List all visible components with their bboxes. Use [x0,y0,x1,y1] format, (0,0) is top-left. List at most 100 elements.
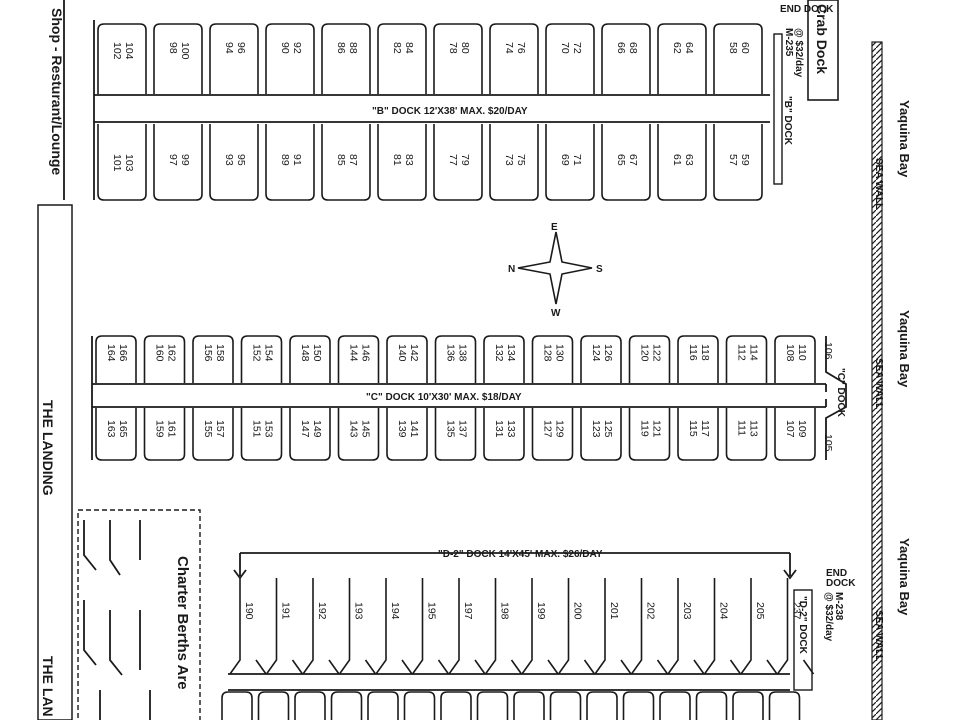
d2-slip-number: 204 [718,602,730,620]
b-bottom-slip-3 [265,124,315,201]
b-top-slip-number: 80 [459,42,471,54]
c-bottom-slip-number: 161 [166,420,178,438]
c-top-slip-3 [240,335,283,383]
c-bottom-slip-number: 125 [602,420,614,438]
b-top-slip-number: 102 [111,42,123,60]
d2-bottom-slip-11 [622,691,655,720]
c-top-slip-8 [483,335,525,383]
c-top-slip-number: 140 [396,344,408,362]
b-bottom-slip-number: 99 [179,154,191,166]
compass-w: W [551,308,561,319]
c-bottom-slip-number: 111 [736,420,748,436]
c-top-slip-number: 160 [154,344,166,362]
c-bottom-slip-14 [774,408,816,461]
c-top-slip-number: 120 [639,344,651,362]
b-bottom-slip-7 [489,124,539,201]
d2-slip-number: 205 [754,602,766,620]
c-bottom-slip-number: 165 [117,420,129,438]
d2-bottom-slip-2 [294,691,326,720]
seawall [871,41,883,720]
d2-slip-12 [667,578,705,675]
d2-dock-side-label: "D-2" DOCK [797,596,808,655]
c-top-slip-0 [95,335,137,383]
c-bottom-slip-13 [725,408,768,461]
b-top-slip-number: 100 [179,42,191,60]
crab-dock-label: Crab Dock [814,4,830,74]
c-top-slip-6 [386,335,428,383]
c-top-slip-number: 158 [214,344,226,362]
landing-label: THE LANDING [40,400,56,496]
b-bottom-slip-5 [377,124,427,201]
b-dock-side-label: "B" DOCK [782,96,793,146]
b-top-slip-0 [97,23,147,94]
crab-dock [807,0,839,101]
c-top-slip-10 [580,335,622,383]
bay-label-1: Yaquina Bay [897,100,912,178]
d2-bottom-slip-5 [403,691,436,720]
b-bottom-slip-number: 75 [515,154,527,166]
b-bottom-slip-number: 73 [503,154,515,166]
b-top-slip-number: 82 [391,42,403,54]
c-top-slip-11 [628,335,671,383]
c-top-slip-number: 128 [542,344,554,362]
b-top-slip-number: 68 [627,42,639,54]
d2-bottom-slip-7 [476,691,509,720]
d2-slip-number: 192 [316,602,328,620]
b-bottom-slip-0 [97,124,147,201]
c-top-slip-number: 162 [166,344,178,362]
b-dock [93,20,770,200]
b-bottom-slip-number: 89 [279,154,291,166]
d2-end-dock-m238: M-238 [833,592,844,621]
c-top-slip-4 [289,335,331,383]
d2-slip-8 [521,578,559,675]
d2-slip-0 [229,578,267,675]
b-top-slip-number: 72 [571,42,583,54]
c-bottom-slip-number: 119 [639,420,651,437]
d2-slip-number: 200 [572,602,584,620]
c-top-slip-number: 126 [602,344,614,362]
d2-dock-label: "D-2" DOCK 14'X45' MAX. $26/DAY [438,549,603,560]
c-bottom-slip-number: 133 [505,420,517,438]
d2-bottom-slip-0 [221,691,253,720]
seawall-label-3: SEA WALL [873,610,884,661]
d2-slip-number: 197 [462,602,474,620]
b-dock-label: "B" DOCK 12'X38' MAX. $20/DAY [372,106,528,117]
c-bottom-slip-7 [434,408,477,461]
b-top-slip-number: 62 [671,42,683,54]
b-bottom-slip-2 [209,124,259,201]
b-top-slip-7 [489,23,539,94]
c-top-slip-9 [531,335,574,383]
b-top-slip-11 [713,23,763,94]
d2-slip-number: 201 [608,602,620,620]
d2-slip-number: 203 [681,602,693,620]
c-bottom-slip-number: 135 [445,420,457,438]
b-bottom-slip-number: 87 [347,154,359,166]
c-top-slip-number: 166 [117,344,129,362]
b-top-slip-8 [545,23,595,94]
d2-slip-number: 193 [353,602,365,620]
d2-slip-13 [703,578,742,675]
c-bottom-slip-number: 153 [263,420,275,438]
c-top-slip-number: 130 [554,344,566,362]
c-bottom-slip-number: 127 [542,420,554,438]
landing-building [37,204,73,720]
b-bottom-slip-number: 59 [739,154,751,166]
b-bottom-slip-number: 91 [291,154,303,166]
c-top-slip-7 [434,335,477,383]
b-bottom-slip-9 [601,124,651,201]
b-top-slip-number: 98 [167,42,179,54]
c-bottom-slip-number: 109 [796,420,808,438]
c-bottom-slip-number: 137 [457,420,469,438]
d2-slip-3 [338,578,377,675]
b-top-slip-1 [153,23,203,94]
b-bottom-slip-4 [321,124,371,201]
c-bottom-slip-number: 155 [202,420,214,438]
d2-bottom-slip-14 [732,691,764,720]
c-top-slip-number: 116 [687,344,699,361]
b-top-slip-number: 94 [223,42,235,54]
c-bottom-slip-5 [337,408,380,461]
c-bottom-slip-number: 147 [299,420,311,438]
d2-dock [228,552,813,691]
c-bottom-slip-number: 117 [699,420,711,437]
